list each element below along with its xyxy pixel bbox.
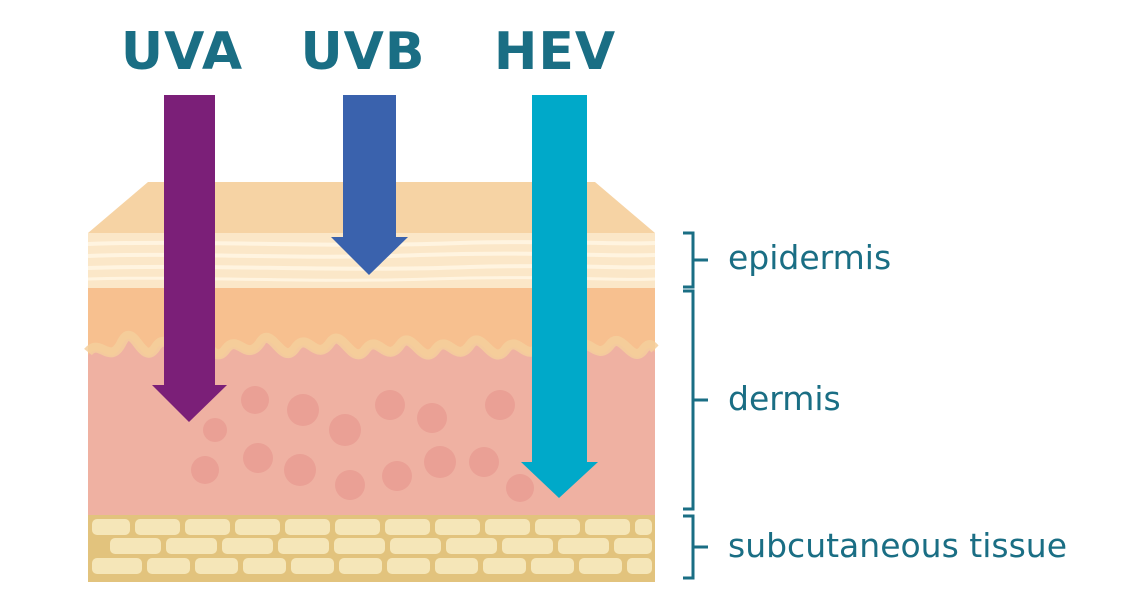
fat-cell [291,558,334,574]
fat-cell [483,558,526,574]
fat-cell [222,538,273,554]
fat-cell [635,519,652,535]
fat-cell [110,538,161,554]
fat-cell [339,558,382,574]
fat-cell [195,558,238,574]
fat-cell [147,558,190,574]
fat-cell [627,558,652,574]
uvb-arrow [331,95,408,275]
fat-cell [390,538,441,554]
layer-brackets [683,231,708,580]
epidermis-bracket [683,231,708,289]
fat-cell [435,519,480,535]
uva-arrow [152,95,227,422]
fat-cell [535,519,580,535]
uvb-label: UVB [300,22,426,82]
fat-cell [531,558,574,574]
fat-cell [435,558,478,574]
subcutaneous-layer [88,515,655,582]
fat-cell [446,538,497,554]
fat-cell [285,519,330,535]
fat-cell [92,519,130,535]
dermis-cells [191,386,534,502]
dermis-label: dermis [728,379,841,418]
fat-cell [614,538,652,554]
fat-cell [166,538,217,554]
fat-cell [235,519,280,535]
fat-cell [334,538,385,554]
fat-cell [278,538,329,554]
fat-cell [579,558,622,574]
hev-arrow [521,95,598,498]
fat-cell [585,519,630,535]
subcutaneous-bracket [683,514,708,580]
epidermis-label: epidermis [728,238,892,277]
fat-cell [335,519,380,535]
dermis-layer [88,338,655,515]
fat-cell [387,558,430,574]
hev-label: HEV [493,22,617,82]
uva-label: UVA [120,22,244,82]
fat-cell [485,519,530,535]
fat-cell [135,519,180,535]
subcutaneous-label: subcutaneous tissue [728,526,1067,565]
dermis-bracket [683,289,708,511]
fat-cell [92,558,142,574]
fat-cell [558,538,609,554]
fat-cell [502,538,553,554]
fat-cell [385,519,430,535]
fat-cell [243,558,286,574]
fat-cell [185,519,230,535]
